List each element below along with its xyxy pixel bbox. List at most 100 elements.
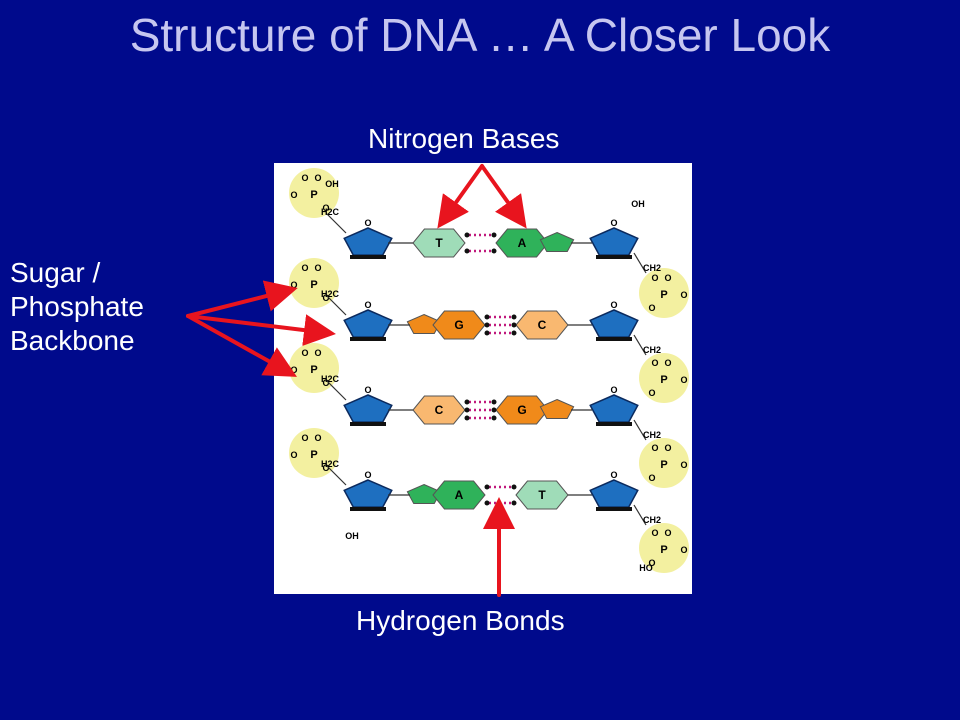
phosphate-o-atom: O: [648, 388, 655, 398]
right-sugar-pentagon: [589, 394, 639, 423]
left-sugar-pentagon: [343, 227, 393, 256]
phosphate-p-atom: P: [310, 189, 317, 201]
phosphate-o-minus-atom: O: [290, 365, 297, 375]
phosphate-o-atom: O: [322, 203, 329, 213]
phosphate-o-atom: O: [648, 303, 655, 313]
phosphate-o-minus-atom: O: [680, 375, 687, 385]
backbone-bond: [325, 294, 347, 316]
backbone-bond: [633, 504, 647, 526]
h2c-group-label: H2C: [321, 207, 340, 217]
phosphate-o-atom: O: [651, 358, 658, 368]
backbone-bond: [633, 419, 647, 441]
phosphate-o-atom: O: [314, 263, 321, 273]
terminal-oh-label: OH: [345, 531, 359, 541]
bond-atom-dot: [484, 330, 490, 336]
sugar-ring-o-atom: O: [610, 385, 617, 395]
left-base-letter: A: [455, 488, 464, 502]
right-base-letter: A: [518, 236, 527, 250]
phosphate-o-minus-atom: O: [680, 545, 687, 555]
terminal-oh-label: OH: [631, 199, 645, 209]
left-sugar-pentagon: [343, 479, 393, 508]
phosphate-o-atom: O: [664, 273, 671, 283]
bond-atom-dot: [484, 484, 490, 490]
backbone-bond: [325, 464, 347, 486]
phosphate-o-atom: O: [314, 433, 321, 443]
phosphate-o-atom: O: [301, 348, 308, 358]
phosphate-o-atom: O: [648, 558, 655, 568]
phosphate-o-atom: O: [314, 348, 321, 358]
backbone-bond: [325, 379, 347, 401]
phosphate-p-atom: P: [310, 279, 317, 291]
bond-atom-dot: [491, 399, 497, 405]
phosphate-o-minus-atom: O: [680, 290, 687, 300]
hydrogen-bonds-label: Hydrogen Bonds: [356, 605, 565, 636]
right-base-letter: C: [538, 318, 547, 332]
left-sugar-pentagon: [343, 309, 393, 338]
phosphate-o-atom: O: [301, 173, 308, 183]
phosphate-o-atom: O: [322, 378, 329, 388]
bond-atom-dot: [491, 415, 497, 421]
left-base-letter: G: [454, 318, 463, 332]
h2c-group-label: H2C: [321, 289, 340, 299]
phosphate-p-atom: P: [310, 449, 317, 461]
sugar-ring-o-atom: O: [610, 218, 617, 228]
phosphate-o-atom: O: [664, 358, 671, 368]
bond-atom-dot: [491, 248, 497, 254]
bond-atom-dot: [511, 330, 517, 336]
right-sugar-pentagon: [589, 479, 639, 508]
phosphate-o-atom: O: [651, 443, 658, 453]
bond-atom-dot: [511, 484, 517, 490]
right-sugar-pentagon: [589, 309, 639, 338]
phosphate-o-minus-atom: O: [680, 460, 687, 470]
base-ring-five: [539, 398, 575, 419]
bond-atom-dot: [464, 415, 470, 421]
bond-atom-dot: [464, 232, 470, 238]
backbone-bond: [633, 252, 647, 274]
phosphate-o-atom: O: [648, 473, 655, 483]
sugar-ring-o-atom: O: [364, 300, 371, 310]
phosphate-oh-label: OH: [325, 179, 339, 189]
phosphate-p-atom: P: [310, 364, 317, 376]
phosphate-o-atom: O: [301, 433, 308, 443]
h2c-group-label: H2C: [321, 374, 340, 384]
backbone-bond: [633, 334, 647, 356]
bond-atom-dot: [464, 399, 470, 405]
ch2-group-label: CH2: [643, 263, 661, 273]
ch2-group-label: CH2: [643, 430, 661, 440]
phosphate-group-circle: [639, 438, 689, 488]
bond-atom-dot: [484, 322, 490, 328]
phosphate-group-circle: [289, 168, 339, 218]
phosphate-o-minus-atom: O: [290, 280, 297, 290]
sugar-ring-o-atom: O: [364, 470, 371, 480]
phosphate-o-atom: O: [314, 173, 321, 183]
phosphate-group-circle: [639, 353, 689, 403]
ch2-group-label: CH2: [643, 345, 661, 355]
sugar-ring-o-atom: O: [610, 470, 617, 480]
phosphate-o-atom: O: [651, 528, 658, 538]
backbone-bond: [325, 212, 347, 234]
bond-atom-dot: [491, 232, 497, 238]
phosphate-o-atom: O: [651, 273, 658, 283]
phosphate-o-atom: O: [322, 463, 329, 473]
phosphate-o-atom: O: [301, 263, 308, 273]
h2c-group-label: H2C: [321, 459, 340, 469]
sugar-phosphate-backbone-label: Sugar / Phosphate Backbone: [10, 256, 185, 358]
sugar-ring-o-atom: O: [364, 385, 371, 395]
base-ring-five: [539, 231, 575, 252]
left-sugar-pentagon: [343, 394, 393, 423]
nitrogen-bases-label: Nitrogen Bases: [368, 123, 560, 154]
bond-atom-dot: [484, 314, 490, 320]
phosphate-o-minus-atom: O: [290, 190, 297, 200]
right-sugar-pentagon: [589, 227, 639, 256]
backbone-label-line: Sugar /: [10, 257, 101, 288]
bond-atom-dot: [511, 500, 517, 506]
phosphate-o-atom: O: [664, 443, 671, 453]
phosphate-o-atom: O: [664, 528, 671, 538]
right-base-letter: T: [538, 488, 546, 502]
phosphate-group-circle: [639, 268, 689, 318]
bond-atom-dot: [464, 407, 470, 413]
right-base-letter: G: [517, 403, 526, 417]
sugar-ring-o-atom: O: [364, 218, 371, 228]
phosphate-p-atom: P: [660, 374, 667, 386]
